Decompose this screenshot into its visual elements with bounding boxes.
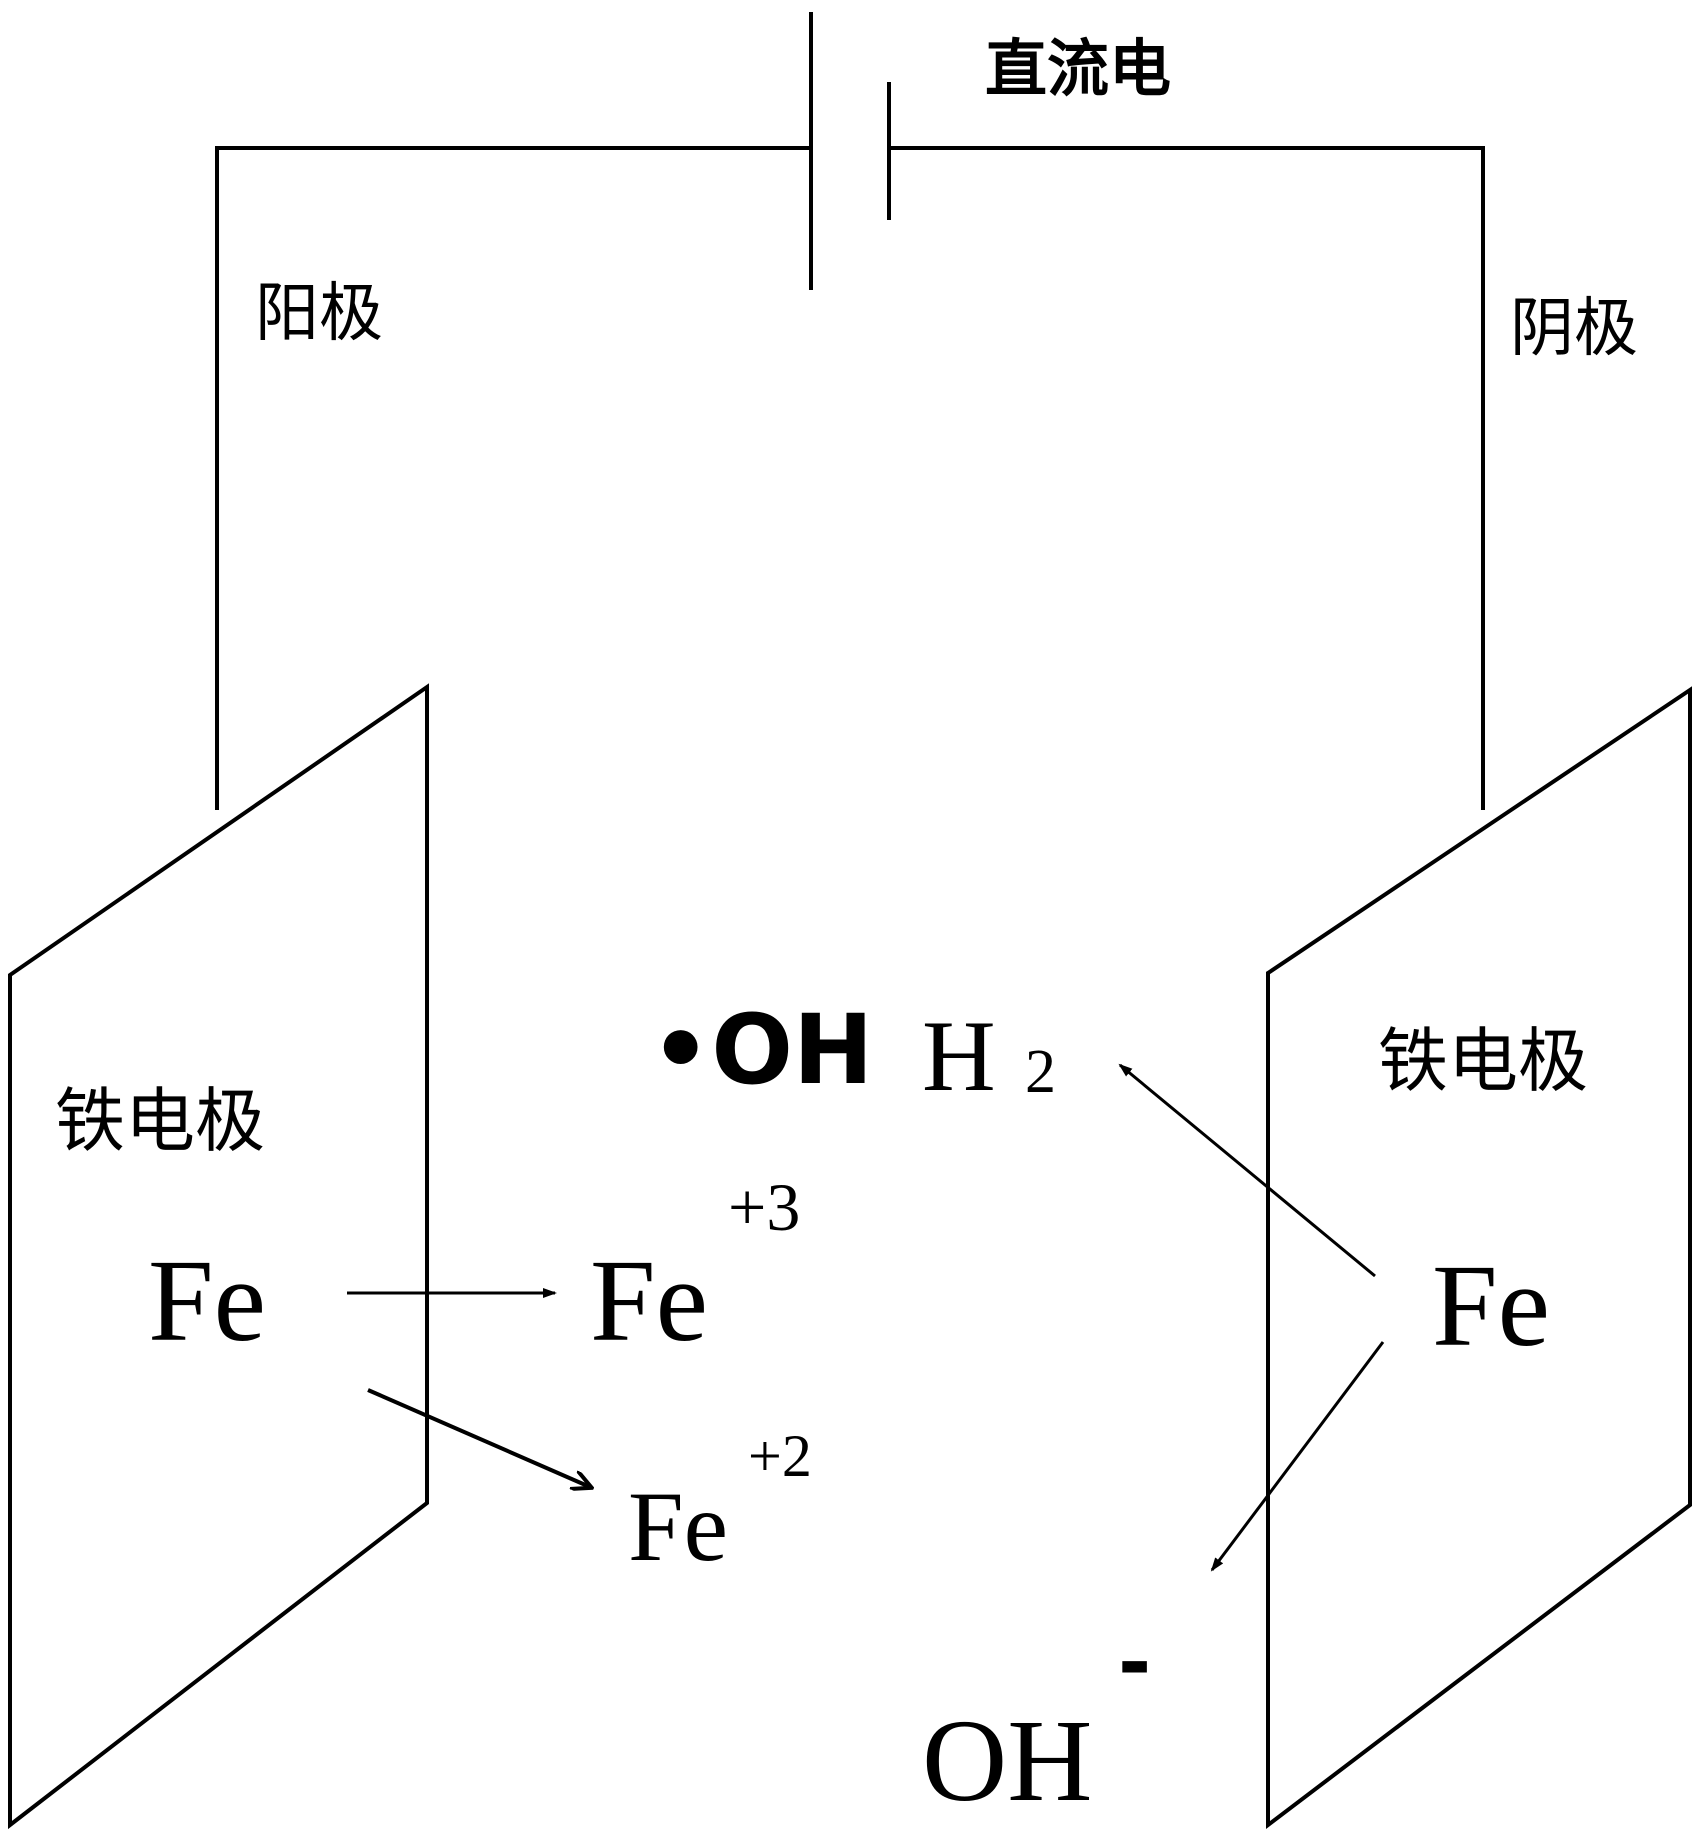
left-electrode-label: 铁电极 xyxy=(55,1080,265,1162)
power-source-label: 直流电 xyxy=(985,32,1171,105)
fe-to-hydroxide-arrow xyxy=(1210,1341,1385,1572)
cathode-label: 阴极 xyxy=(1510,292,1638,366)
fe-to-h2-arrow xyxy=(1118,1063,1376,1278)
fe3-species: Fe xyxy=(590,1235,708,1366)
left-fe-species: Fe xyxy=(148,1235,266,1366)
right-electrode-label: 铁电极 xyxy=(1378,1020,1588,1102)
hydroxyl-radical-species: •OH xyxy=(650,994,873,1106)
left-iron-electrode-plate xyxy=(8,683,429,1830)
hydroxide-species: OH xyxy=(922,1695,1092,1826)
dc-battery-symbol xyxy=(809,12,891,290)
anode-label: 阳极 xyxy=(255,277,383,351)
anode-wire xyxy=(215,146,811,810)
cathode-wire xyxy=(889,146,1485,810)
h2-species: H xyxy=(922,1000,996,1113)
fe2-charge: +2 xyxy=(748,1423,812,1489)
reaction-arrows xyxy=(347,1063,1385,1572)
fe2-species: Fe xyxy=(628,1471,728,1582)
h2-subscript: 2 xyxy=(1025,1038,1056,1106)
right-iron-electrode-plate xyxy=(1266,686,1692,1830)
hydroxide-charge: - xyxy=(1118,1616,1151,1709)
fe-to-fe2-arrow xyxy=(367,1388,590,1487)
circuit-wires xyxy=(215,146,1485,810)
fe3-charge: +3 xyxy=(728,1169,800,1245)
right-fe-species: Fe xyxy=(1432,1240,1550,1371)
